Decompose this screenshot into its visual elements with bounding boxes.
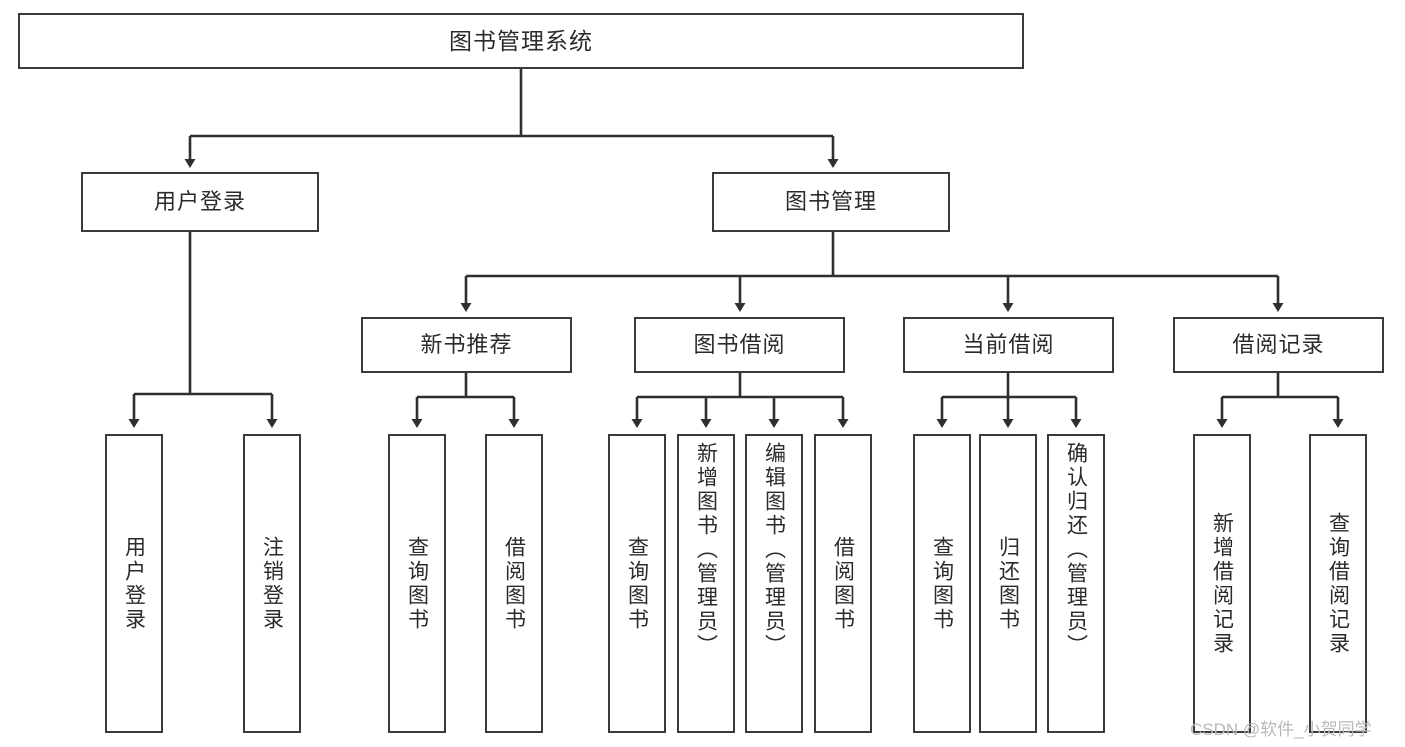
leaf-query-book-recommend[interactable]: 查询图书	[388, 434, 446, 733]
node-book-management-system[interactable]: 图书管理系统	[18, 13, 1024, 69]
node-label: 新书推荐	[420, 332, 513, 358]
node-label: 借阅图书	[831, 535, 855, 632]
node-label: 归还图书	[996, 535, 1020, 632]
node-label: 查询借阅记录	[1326, 511, 1350, 656]
node-borrow-record[interactable]: 借阅记录	[1173, 317, 1384, 373]
node-book-management[interactable]: 图书管理	[712, 172, 950, 232]
leaf-query-book-current[interactable]: 查询图书	[913, 434, 971, 733]
node-label: 新增借阅记录	[1210, 511, 1234, 656]
node-label: 图书管理	[784, 189, 877, 215]
node-new-book-recommend[interactable]: 新书推荐	[361, 317, 572, 373]
leaf-borrow-book-recommend[interactable]: 借阅图书	[485, 434, 543, 733]
node-label: 借阅图书	[502, 535, 526, 632]
node-label: 查询图书	[405, 535, 429, 632]
node-label: 图书借阅	[693, 332, 786, 358]
node-label: 查询图书	[625, 535, 649, 632]
node-label: 查询图书	[930, 535, 954, 632]
leaf-add-book-admin[interactable]: 新增图书（管理员）	[677, 434, 735, 733]
node-label: 确认归还（管理员）	[1064, 442, 1088, 658]
node-label: 新增图书（管理员）	[694, 442, 718, 658]
leaf-edit-book-admin[interactable]: 编辑图书（管理员）	[745, 434, 803, 733]
leaf-confirm-return-admin[interactable]: 确认归还（管理员）	[1047, 434, 1105, 733]
node-label: 借阅记录	[1232, 332, 1325, 358]
node-label: 当前借阅	[962, 332, 1055, 358]
leaf-query-book-borrow[interactable]: 查询图书	[608, 434, 666, 733]
leaf-borrow-book[interactable]: 借阅图书	[814, 434, 872, 733]
node-current-borrow[interactable]: 当前借阅	[903, 317, 1114, 373]
node-user-login[interactable]: 用户登录	[81, 172, 319, 232]
leaf-user-logout[interactable]: 注销登录	[243, 434, 301, 733]
node-label: 图书管理系统	[449, 27, 593, 54]
node-label: 编辑图书（管理员）	[762, 442, 786, 658]
node-label: 注销登录	[260, 535, 284, 632]
node-label: 用户登录	[153, 189, 246, 215]
leaf-query-borrow-record[interactable]: 查询借阅记录	[1309, 434, 1367, 733]
leaf-user-login[interactable]: 用户登录	[105, 434, 163, 733]
node-book-borrow[interactable]: 图书借阅	[634, 317, 845, 373]
leaf-return-book[interactable]: 归还图书	[979, 434, 1037, 733]
csdn-watermark: CSDN @软件_小贺同学	[1190, 720, 1372, 739]
leaf-add-borrow-record[interactable]: 新增借阅记录	[1193, 434, 1251, 733]
node-label: 用户登录	[122, 535, 146, 632]
